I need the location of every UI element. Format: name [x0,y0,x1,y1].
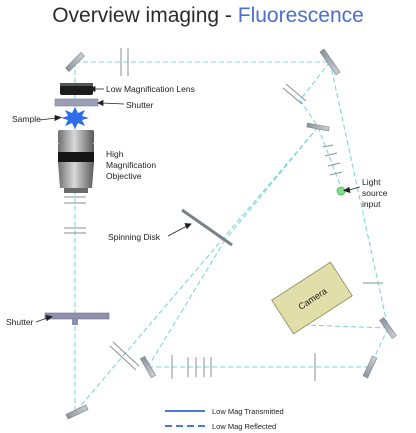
objective-top [58,130,94,144]
arrowhead-shutter-bottom [45,315,53,322]
beam-mid-stub [299,99,319,128]
label-high-mag-2: Magnification [106,160,156,170]
camera-body [271,261,353,335]
arrow-disk [167,225,188,237]
shutter-bottom-stub [72,319,78,325]
arrowhead-light [343,186,351,194]
arrowhead-low-mag [89,85,96,93]
lens-mid-1 [282,87,303,105]
objective-neck [58,144,94,152]
low-mag-lens [60,83,93,95]
sample-starburst [61,107,89,129]
objective-tip [64,188,88,193]
legend: Low Mag Transmitted Low Mag Reflected [165,407,284,431]
arrow-shutter-top [101,102,125,105]
labels: Low Magnification Lens Shutter Sample Hi… [6,84,388,327]
shutter-top [54,98,99,107]
mirror-right-lower [379,317,397,339]
beam-to-mid-mirror [299,61,331,101]
lens-mid-2 [285,83,307,102]
label-low-mag-lens: Low Magnification Lens [106,84,195,94]
label-light-2: source [362,188,388,198]
label-light-3: input [362,199,381,209]
arrow-shutter-bottom [35,317,48,323]
mirror-bottom-corner [65,404,89,420]
arrowhead-disk [184,223,192,230]
mirror-bottom-right [362,355,378,379]
lenses [64,48,383,381]
low-mag-lens-ring [60,83,93,86]
label-sample: Sample [12,114,41,124]
beam-disk-down [147,239,226,368]
beam-right-diagonal [329,61,389,329]
lens-bottom-left-1 [109,345,137,371]
mirror-top-left [65,52,85,72]
beam-light [317,126,343,191]
arrowhead-shutter-top [97,99,104,107]
legend-transmitted: Low Mag Transmitted [212,407,284,416]
mirror-bottom-left [139,355,157,379]
beam-long-diagonal [76,126,319,411]
label-spinning-disk: Spinning Disk [108,232,161,242]
label-high-mag-1: High [106,149,124,159]
label-shutter-top: Shutter [126,100,154,110]
mirrors [65,48,397,420]
lens-light-1 [322,144,334,148]
arrowhead-sample [54,114,63,122]
mirror-top-right [319,48,341,76]
label-light-1: Light [362,177,381,187]
arrow-light [348,186,361,191]
legend-reflected: Low Mag Reflected [212,422,276,431]
light-source [336,186,346,196]
lens-light-4 [329,171,343,176]
label-high-mag-3: Objective [106,171,142,181]
camera: Camera [271,261,353,335]
shutter-bottom [44,312,110,320]
diagram-title: Overview imaging - Fluorescence [0,4,416,28]
high-mag-objective [58,130,94,193]
lens-light-2 [324,152,338,157]
objective-band [58,152,94,162]
beam-to-camera [304,324,389,329]
arrow-sample [39,117,57,121]
spinning-disk [181,208,233,247]
objective-body [58,162,94,188]
lens-bottom-left-2 [112,341,140,367]
lens-light-3 [327,162,341,167]
label-shutter-bottom: Shutter [6,317,34,327]
title-main: Overview imaging - [52,4,238,27]
annotation-arrows [35,85,361,323]
mirror-dichroic [306,122,330,132]
beam-to-disk [224,126,319,241]
title-accent: Fluorescence [237,4,364,27]
